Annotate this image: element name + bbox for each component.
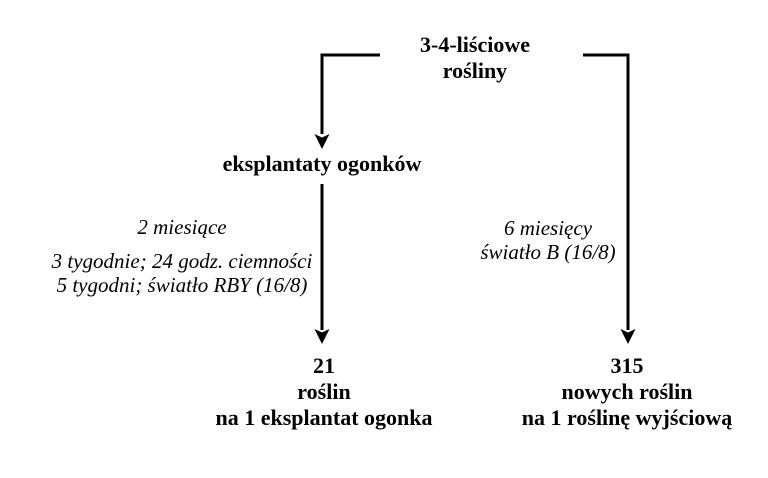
node-petiole-explants: eksplantaty ogonków [222,151,422,176]
left-result-value: 21 [313,353,335,378]
left-result-unit: roślin [297,379,351,404]
left-result-basis: na 1 eksplantat ogonka [215,405,433,430]
left-result-block: 21 roślin na 1 eksplantat ogonka [174,353,474,431]
right-result-basis: na 1 roślinę wyjściową [521,405,733,430]
left-branch-duration: 2 miesiące [137,215,227,239]
root-node-line2: rośliny [442,58,508,83]
right-result-value: 315 [610,353,644,378]
arrow-explants-to-result [314,184,330,344]
right-branch-duration: 6 miesięcy [503,216,593,240]
root-node-plants: 3-4-liściowe rośliny [375,32,575,84]
right-branch-condition-1: światło B (16/8) [480,240,616,264]
left-branch-condition-2: 5 tygodni; światło RBY (16/8) [56,273,308,297]
right-result-block: 315 nowych roślin na 1 roślinę wyjściową [477,353,768,431]
arrow-root-to-explants [314,53,380,149]
root-node-line1: 3-4-liściowe [420,32,530,57]
right-result-unit: nowych roślin [561,379,693,404]
right-branch-conditions: 6 miesięcy światło B (16/8) [428,216,668,264]
left-branch-condition-1: 3 tygodnie; 24 godz. ciemności [51,249,313,273]
left-branch-conditions: 2 miesiące 3 tygodnie; 24 godz. ciemnośc… [21,215,343,297]
arrow-root-to-right-result [583,53,636,344]
